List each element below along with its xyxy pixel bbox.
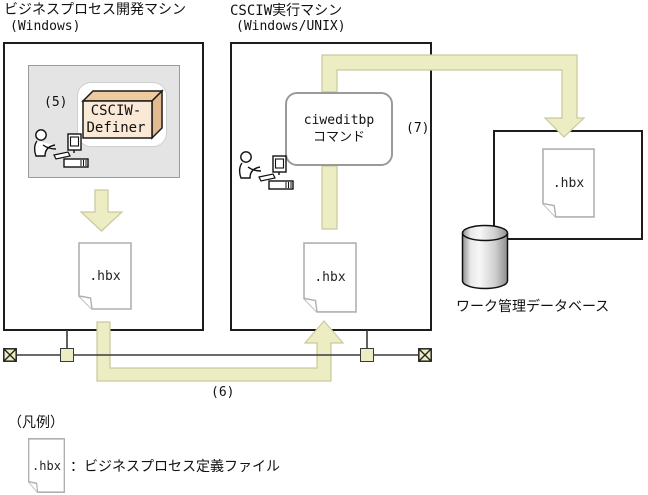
command-line2: コマンド (312, 130, 365, 145)
network-node-icon (360, 348, 374, 362)
hbx-file-label: .hbx (89, 268, 121, 284)
legend-hbx-label: .hbx (32, 458, 61, 473)
network-terminator-icon (418, 348, 432, 362)
legend-separator: ： (70, 459, 84, 475)
legend-hbx-file: .hbx (28, 438, 65, 493)
hbx-file-label: .hbx (552, 175, 585, 191)
hbx-file-exec: .hbx (303, 242, 357, 313)
legend-title: （凡例） (8, 415, 64, 431)
legend-description: ビジネスプロセス定義ファイル (84, 459, 280, 475)
document-icon (303, 242, 357, 313)
software-package-3d-icon (81, 89, 164, 140)
hbx-file-db: .hbx (542, 148, 595, 218)
command-line1: ciweditbp (303, 113, 375, 128)
network-terminator-icon (3, 348, 17, 362)
step7-label: (7) (406, 121, 430, 136)
csciw-definer-line2: Definer (86, 120, 146, 136)
network-node-icon (60, 348, 74, 362)
dev-machine-os-label: (Windows) (10, 19, 81, 34)
document-icon (28, 438, 65, 493)
step6-label: (6) (211, 385, 235, 400)
document-icon (78, 242, 132, 310)
database-label: ワーク管理データベース (456, 299, 610, 315)
exec-machine-os-label: (Windows/UNIX) (236, 19, 346, 34)
dev-machine-title: ビジネスプロセス開発マシン (4, 2, 186, 18)
document-icon (542, 148, 595, 218)
csciw-definer-label: CSCIW- Definer (83, 103, 149, 137)
hbx-file-label: .hbx (314, 270, 346, 285)
step5-label: (5) (44, 95, 68, 110)
user-at-computer-icon (238, 151, 294, 190)
hbx-file-dev: .hbx (78, 242, 132, 310)
ciweditbp-command-box: ciweditbp コマンド (285, 92, 393, 166)
user-at-computer-icon (33, 129, 89, 168)
exec-machine-title: CSCIW実行マシン (230, 3, 343, 19)
database-cylinder-icon (461, 224, 509, 290)
csciw-definer-line1: CSCIW- (90, 103, 142, 119)
legend-description-row: ：ビジネスプロセス定義ファイル (70, 456, 280, 476)
